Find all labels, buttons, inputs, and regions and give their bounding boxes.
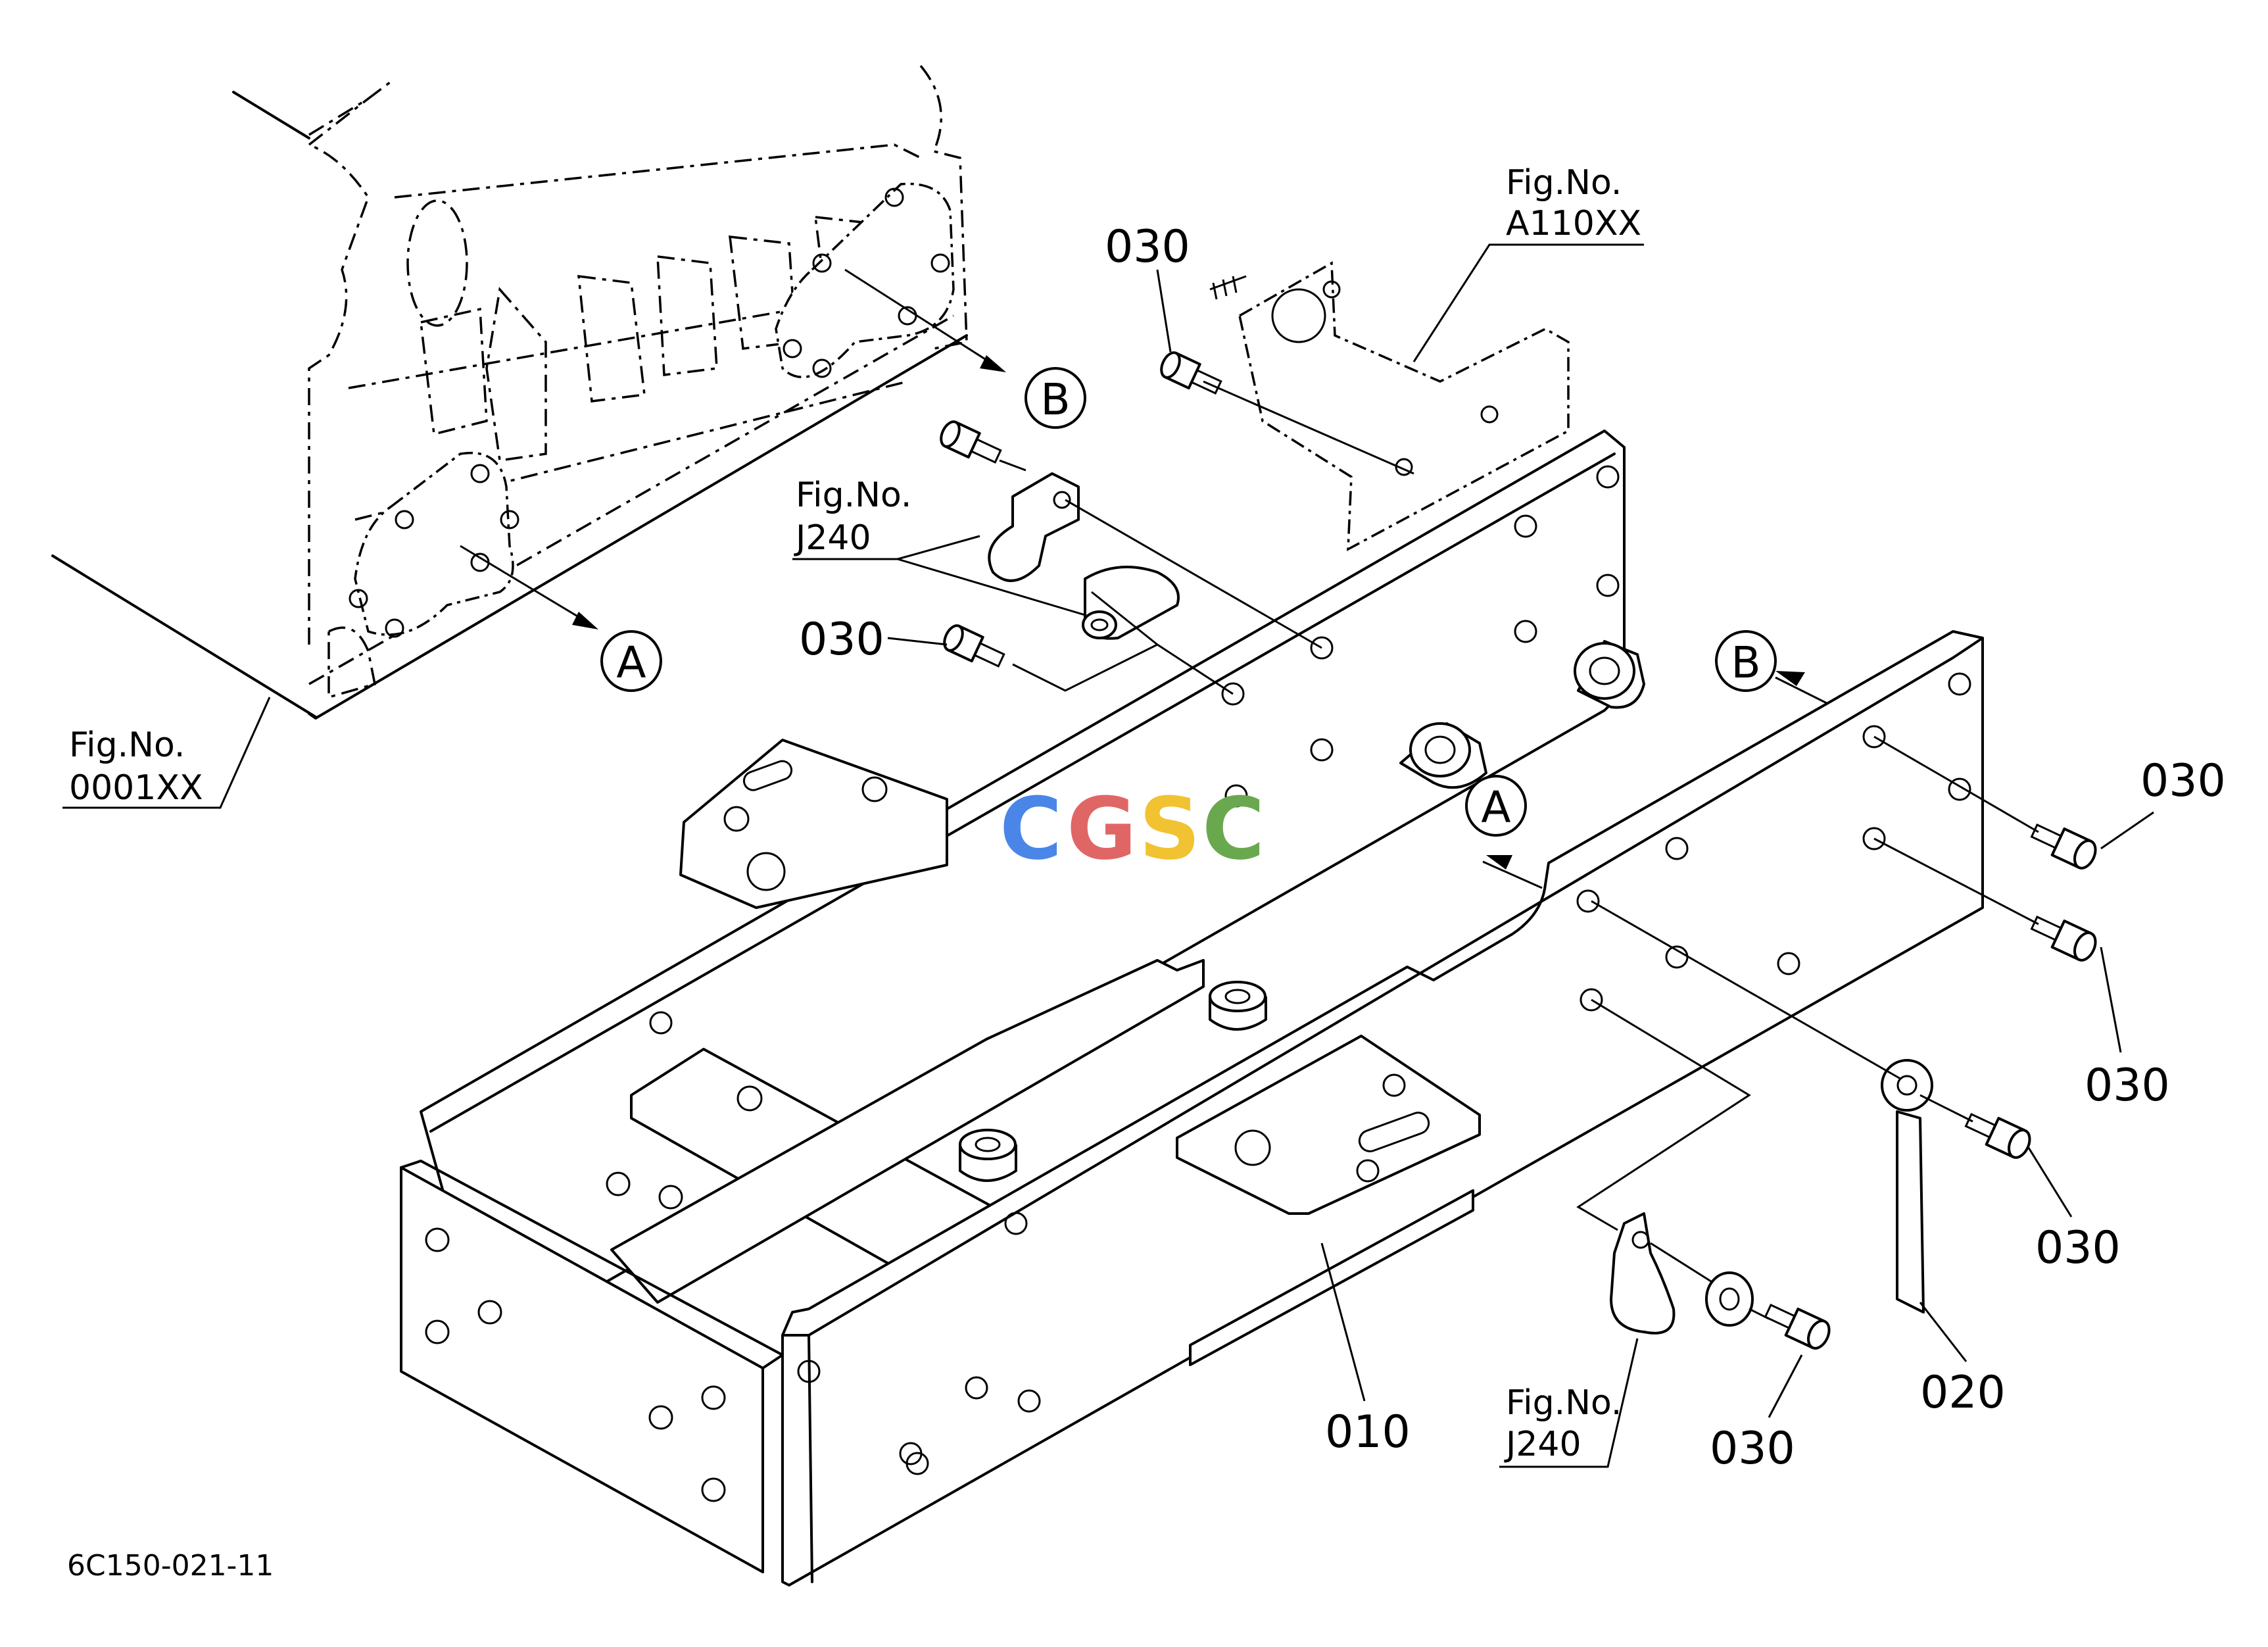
bolt-right-3 xyxy=(1964,1113,2031,1159)
callout-030-right-1: 030 xyxy=(2100,755,2226,850)
fig-ref-clamp-lower: Fig.No. J240 xyxy=(1499,1338,1639,1468)
callout-030-top-label: 030 xyxy=(1105,221,1190,273)
watermark-letter-4: C xyxy=(1202,779,1265,879)
fig-ref-engine-line1: Fig.No. xyxy=(69,725,185,765)
fig-ref-clamp-lower-line2: J240 xyxy=(1504,1425,1581,1464)
assembly-lines xyxy=(999,380,2039,1320)
bracket-phantom xyxy=(1209,261,1570,552)
view-marker-b-frame: B xyxy=(1715,630,1829,705)
spacer-4 xyxy=(1574,640,1645,709)
clamp-lower xyxy=(1610,1212,1754,1335)
spacer-2 xyxy=(959,1129,1017,1182)
callout-030-right-1-label: 030 xyxy=(2140,755,2226,807)
bolt-right-2 xyxy=(2030,916,2097,962)
watermark-letter-3: S xyxy=(1139,779,1201,879)
ground-strap xyxy=(1881,1059,1933,1314)
frame-assembly xyxy=(400,430,1984,1586)
callout-020-label: 020 xyxy=(1920,1367,2006,1419)
clamp-upper xyxy=(988,472,1180,640)
view-marker-b-label: B xyxy=(1040,374,1070,425)
fig-ref-bracket-line2: A110XX xyxy=(1506,204,1641,243)
callout-020: 020 xyxy=(1919,1302,2006,1419)
callout-030-bottom-label: 030 xyxy=(1710,1423,1795,1475)
view-marker-a-engine: A xyxy=(460,545,662,692)
callout-010-label: 010 xyxy=(1325,1406,1411,1458)
spacer-1 xyxy=(1209,981,1267,1031)
bolt-top xyxy=(1160,351,1222,395)
view-marker-b-engine: B xyxy=(844,268,1086,429)
watermark: C G S C xyxy=(1000,779,1265,879)
fig-ref-engine-line2: 0001XX xyxy=(69,768,203,808)
view-marker-a-label: A xyxy=(616,637,646,688)
watermark-letter-2: G xyxy=(1067,779,1137,879)
fig-ref-bracket-line1: Fig.No. xyxy=(1506,163,1622,203)
fig-ref-clamp-upper-line2: J240 xyxy=(794,518,871,558)
fig-ref-bracket: Fig.No. A110XX xyxy=(1412,163,1644,362)
callout-030-left: 030 xyxy=(799,614,948,666)
callout-030-right-2-label: 030 xyxy=(2085,1060,2170,1112)
bolt-left xyxy=(943,624,1005,668)
fig-ref-clamp-upper: Fig.No. J240 xyxy=(792,476,1086,616)
callout-030-bottom: 030 xyxy=(1710,1354,1803,1475)
spacer-3 xyxy=(1399,722,1487,789)
callout-010: 010 xyxy=(1320,1242,1411,1458)
fig-ref-clamp-upper-line1: Fig.No. xyxy=(796,476,911,515)
view-marker-a-frame: A xyxy=(1465,775,1543,889)
engine-block xyxy=(51,64,968,720)
drawing-code: 6C150-021-11 xyxy=(67,1549,274,1583)
callout-030-right-3-label: 030 xyxy=(2035,1222,2121,1274)
bolt-bottom xyxy=(1764,1304,1831,1350)
callout-030-left-label: 030 xyxy=(799,614,884,666)
watermark-letter-1: C xyxy=(1000,779,1062,879)
fig-ref-clamp-lower-line1: Fig.No. xyxy=(1506,1383,1622,1423)
callout-030-right-3: 030 xyxy=(2027,1147,2121,1274)
view-marker-b-frame-label: B xyxy=(1731,637,1760,688)
fig-ref-engine: Fig.No. 0001XX xyxy=(62,697,271,809)
callout-030-right-2: 030 xyxy=(2085,946,2170,1112)
bolt-right-1 xyxy=(2030,823,2097,870)
bolt-upper-clamp xyxy=(940,420,1002,464)
view-marker-a-frame-label: A xyxy=(1481,782,1510,833)
callout-030-top: 030 xyxy=(1105,221,1190,353)
